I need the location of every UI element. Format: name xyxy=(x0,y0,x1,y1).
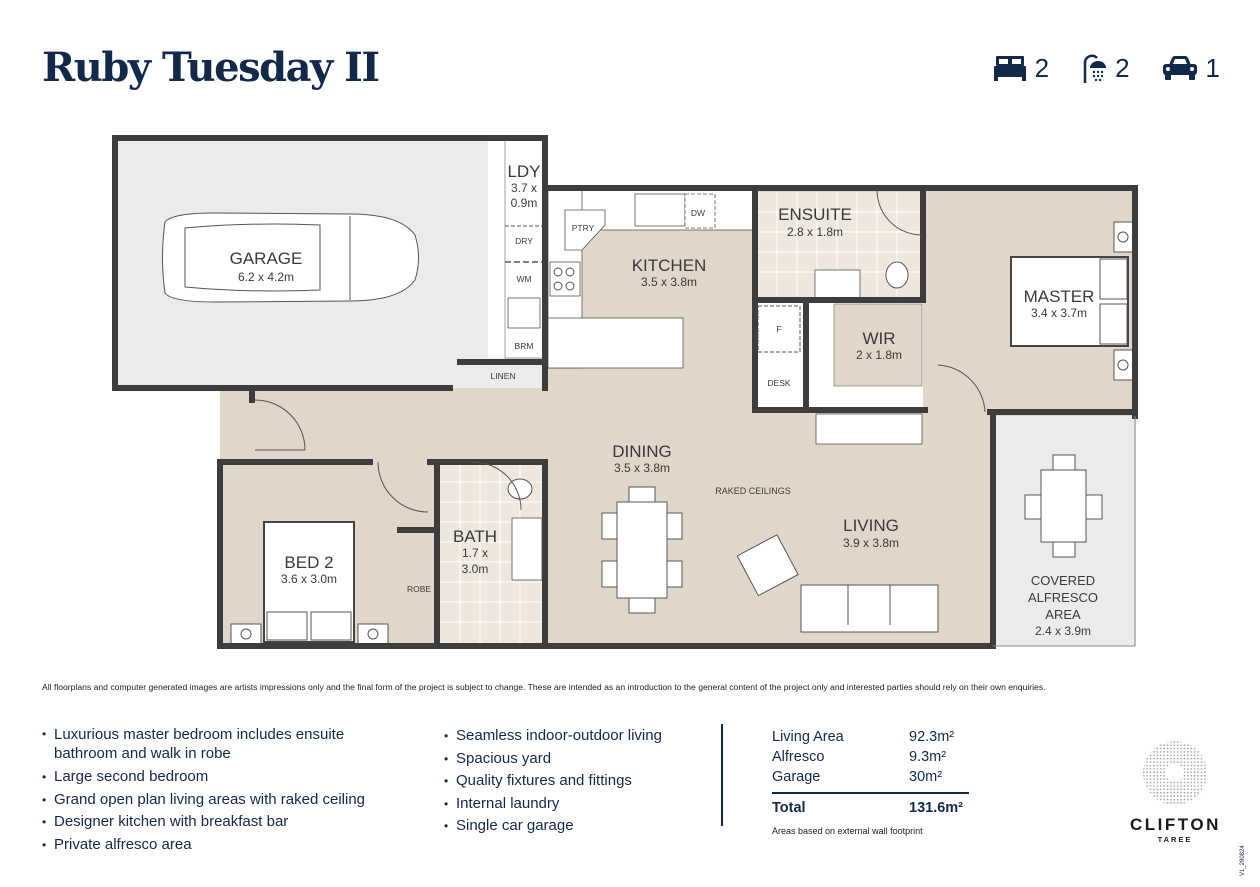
page-title: Ruby Tuesday II xyxy=(42,44,380,91)
garage-label: GARAGE xyxy=(230,249,303,268)
garage-spec: 1 xyxy=(1162,53,1220,84)
area-value: 30m² xyxy=(909,769,943,785)
area-note: Areas based on external wall footprint xyxy=(772,826,923,836)
floorplan: GARAGE 6.2 x 4.2m LDY 3.7 x 0.9m DRY WM … xyxy=(112,135,1138,649)
bathrooms-spec: 2 xyxy=(1081,52,1130,84)
shower-icon xyxy=(1083,54,1107,83)
bath-label: BATH xyxy=(453,527,497,546)
feature-item: Quality fixtures and fittings xyxy=(444,770,704,793)
alfresco-size: 2.4 x 3.9m xyxy=(1035,624,1091,638)
bath-size-2: 3.0m xyxy=(462,562,489,576)
total-value: 131.6m² xyxy=(909,800,964,816)
wm-label: WM xyxy=(516,274,531,284)
living-size: 3.9 x 3.8m xyxy=(843,536,899,550)
bedrooms-count: 2 xyxy=(1034,52,1050,83)
area-row: Garage 30m² xyxy=(772,767,969,787)
living-label: LIVING xyxy=(843,516,899,535)
total-label: Total xyxy=(772,800,806,816)
spec-icons: 2 2 1 xyxy=(993,52,1220,84)
kitchen-label: KITCHEN xyxy=(632,256,707,275)
bed2-size: 3.6 x 3.0m xyxy=(281,572,337,586)
feature-item: Internal laundry xyxy=(444,793,704,816)
fridge-label: F xyxy=(776,324,781,334)
version-code: V1_280824 xyxy=(1240,845,1246,876)
bedrooms-spec: 2 xyxy=(993,53,1049,84)
feature-item: Single car garage xyxy=(444,815,704,838)
dining-label: DINING xyxy=(612,442,672,461)
wir-size: 2 x 1.8m xyxy=(856,348,902,362)
area-row: Living Area 92.3m² xyxy=(772,727,969,747)
brand-sub: TAREE xyxy=(1157,835,1193,844)
area-table: Living Area 92.3m² Alfresco 9.3m² Garage 30… xyxy=(772,727,969,836)
feature-item: Private alfresco area xyxy=(42,834,382,857)
desk-label: DESK xyxy=(767,378,790,388)
disclaimer: All floorplans and computer generated im… xyxy=(42,682,1046,692)
alfresco-label-2: ALFRESCO xyxy=(1028,590,1098,605)
garage-count: 1 xyxy=(1205,52,1220,83)
robe-label: ROBE xyxy=(407,584,431,594)
wir-label: WIR xyxy=(862,329,895,348)
dryer-label: DRY xyxy=(515,236,533,246)
garage-size: 6.2 x 4.2m xyxy=(238,270,294,284)
area-total-row: Total 131.6m² xyxy=(772,798,969,818)
ensuite-label: ENSUITE xyxy=(778,205,852,224)
master-label: MASTER xyxy=(1024,287,1095,306)
area-label: Living Area xyxy=(772,729,844,745)
feature-item: Large second bedroom xyxy=(42,766,382,789)
raked-ceilings-label: RAKED CEILINGS xyxy=(715,486,791,496)
linen-label: LINEN xyxy=(490,371,515,381)
laundry-size-1: 3.7 x xyxy=(511,181,537,195)
section-divider xyxy=(721,724,723,826)
area-label: Alfresco xyxy=(772,749,825,765)
feature-item: Luxurious master bedroom includes ensuit… xyxy=(42,725,382,763)
master-size: 3.4 x 3.7m xyxy=(1031,306,1087,320)
dining-size: 3.5 x 3.8m xyxy=(614,461,670,475)
alfresco-label-3: AREA xyxy=(1045,607,1081,622)
brand-name: CLIFTON xyxy=(1130,815,1221,834)
car-icon xyxy=(1162,56,1197,80)
feature-item: Grand open plan living areas with raked … xyxy=(42,789,382,812)
area-row: Alfresco 9.3m² xyxy=(772,747,969,767)
feature-item: Designer kitchen with breakfast bar xyxy=(42,811,382,834)
laundry-size-2: 0.9m xyxy=(511,196,538,210)
total-rule xyxy=(772,792,969,794)
broom-label: BRM xyxy=(515,341,534,351)
bath-size-1: 1.7 x xyxy=(462,546,488,560)
area-value: 92.3m² xyxy=(909,729,955,745)
bed2-label: BED 2 xyxy=(284,553,333,572)
bathrooms-count: 2 xyxy=(1115,52,1130,83)
feature-item: Seamless indoor-outdoor living xyxy=(444,725,704,748)
dw-label: DW xyxy=(691,208,705,218)
kitchen-size: 3.5 x 3.8m xyxy=(641,275,697,289)
laundry-label: LDY xyxy=(507,162,540,181)
ensuite-size: 2.8 x 1.8m xyxy=(787,225,843,239)
area-label: Garage xyxy=(772,769,821,785)
features-left: Luxurious master bedroom includes ensuit… xyxy=(42,725,382,856)
bed-icon xyxy=(993,56,1026,81)
clifton-logo: CLIFTON TAREE xyxy=(1130,740,1220,844)
dotted-circle-logo-icon xyxy=(1143,741,1207,805)
pantry-label: PTRY xyxy=(572,223,595,233)
features-right: Seamless indoor-outdoor living Spacious … xyxy=(444,725,704,838)
alfresco-label-1: COVERED xyxy=(1031,573,1095,588)
area-value: 9.3m² xyxy=(909,749,947,765)
feature-item: Spacious yard xyxy=(444,748,704,771)
